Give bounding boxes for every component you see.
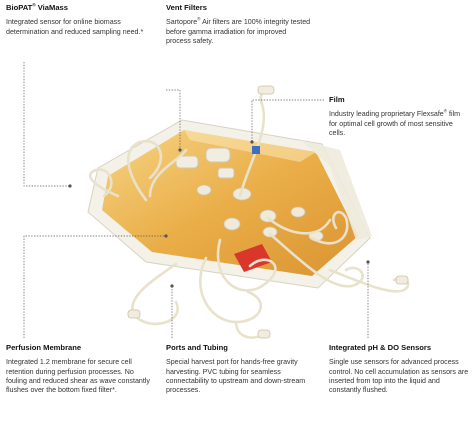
sensor-pad-red (234, 244, 272, 272)
callout-title: BioPAT® ViaMass (6, 2, 68, 12)
callout-ph-do-sensors: Integrated pH & DO Sensors Single use se… (329, 343, 469, 396)
callout-vent-filters: Vent Filters Sartopore® Air filters are … (166, 3, 311, 46)
callout-text: Special harvest port for hands-free grav… (166, 358, 306, 395)
callout-text: Integrated sensor for online biomass det… (6, 18, 144, 36)
callout-title: Perfusion Membrane (6, 343, 82, 352)
vent-filter-icon (175, 147, 235, 179)
callout-text: Industry leading proprietary Flexsafe® f… (329, 108, 461, 138)
callout-ports-and-tubing: Ports and Tubing Special harvest port fo… (166, 343, 306, 396)
callout-title: Film (329, 95, 345, 104)
callout-title: Vent Filters (166, 3, 207, 12)
callout-text: Integrated 1.2 membrane for secure cell … (6, 358, 150, 395)
callout-perfusion-membrane: Perfusion Membrane Integrated 1.2 membra… (6, 343, 156, 396)
callout-biopat-viamass: BioPAT® ViaMass Integrated sensor for on… (6, 2, 156, 37)
callout-text: Single use sensors for advanced process … (329, 358, 469, 395)
leader-lines (23, 62, 369, 338)
callout-text: Sartopore® Air filters are 100% integrit… (166, 16, 311, 46)
callout-film: Film Industry leading proprietary Flexsa… (329, 95, 469, 138)
callout-title: Ports and Tubing (166, 343, 228, 352)
callout-title: Integrated pH & DO Sensors (329, 343, 432, 352)
